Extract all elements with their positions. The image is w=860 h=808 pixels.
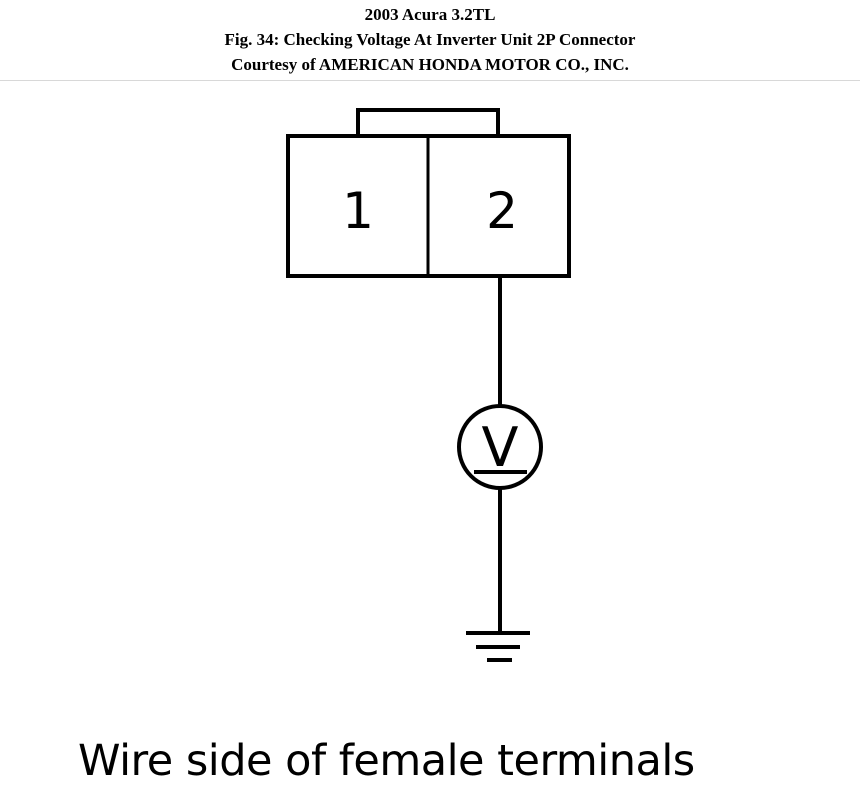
vehicle-title: 2003 Acura 3.2TL (364, 5, 496, 24)
terminal-1-label: 1 (342, 182, 374, 240)
diagram-caption: Wire side of female terminals (78, 736, 695, 786)
voltmeter-icon: V (457, 404, 543, 490)
ground-icon (466, 631, 530, 662)
terminal-2-label: 2 (486, 182, 518, 240)
figure-header: 2003 Acura 3.2TL Fig. 34: Checking Volta… (0, 0, 860, 81)
connector-lock-tab (356, 108, 500, 138)
courtesy-line: Courtesy of AMERICAN HONDA MOTOR CO., IN… (231, 55, 629, 74)
voltmeter-symbol: V (482, 416, 519, 479)
figure-title: Fig. 34: Checking Voltage At Inverter Un… (224, 30, 636, 49)
